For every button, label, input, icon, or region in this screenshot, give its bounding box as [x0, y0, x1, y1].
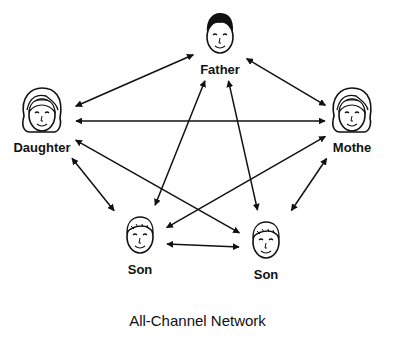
channel-arrow	[229, 81, 258, 210]
person-label: Son	[254, 267, 279, 282]
person-label: Daughter	[13, 140, 70, 155]
face-illustration	[196, 8, 244, 60]
person-node: Daughter	[11, 86, 73, 156]
channel-arrow	[76, 120, 325, 122]
person-label: Son	[128, 262, 153, 277]
channel-arrow	[72, 158, 114, 211]
person-node: Son	[242, 213, 290, 283]
channel-arrow	[247, 59, 326, 106]
channel-arrow	[155, 81, 205, 205]
channel-arrow	[167, 136, 326, 227]
channel-arrow	[76, 55, 194, 106]
channel-arrow	[291, 159, 326, 211]
person-node: Son	[116, 208, 164, 278]
person-label: Father	[200, 62, 240, 77]
face-illustration	[328, 86, 376, 138]
channel-arrow	[76, 140, 240, 233]
person-node: Mothe	[328, 86, 376, 156]
channel-arrow	[167, 244, 239, 247]
face-illustration	[116, 208, 164, 260]
face-illustration	[242, 213, 290, 265]
person-label: Mothe	[333, 140, 371, 155]
caption: All-Channel Network	[0, 312, 395, 329]
face-illustration	[18, 86, 66, 138]
person-node: Father	[196, 8, 244, 78]
